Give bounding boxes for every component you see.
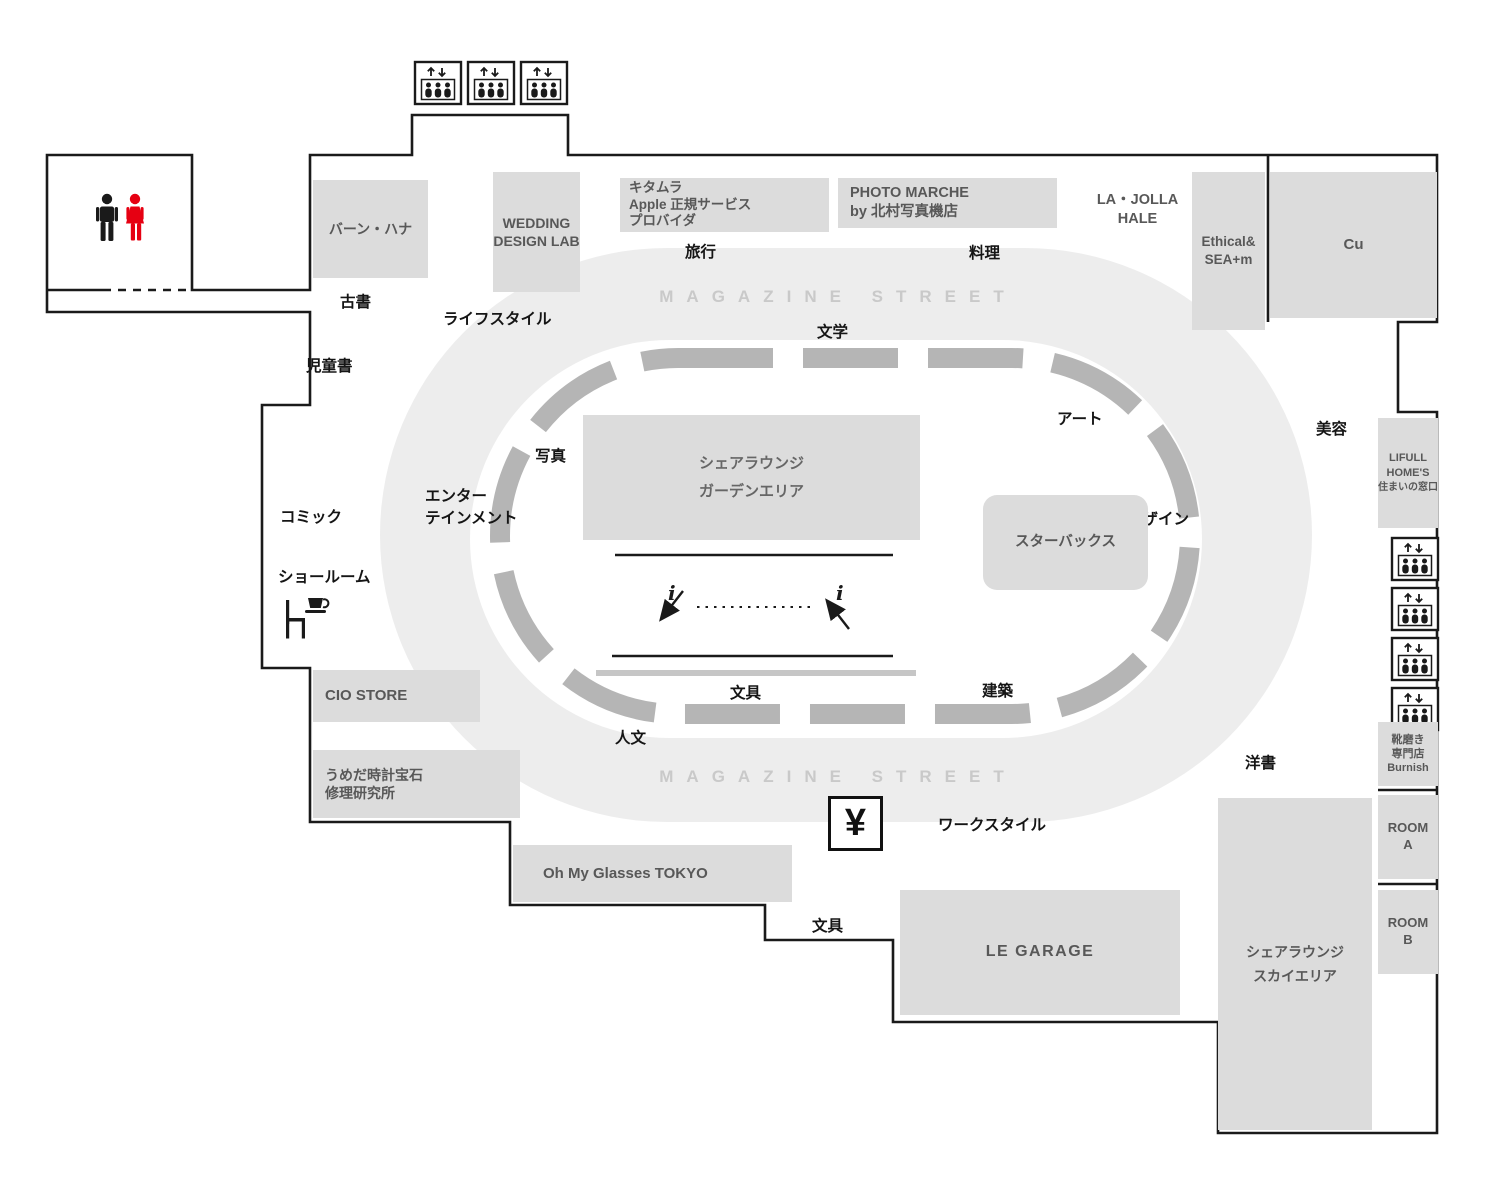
shop-cu: Cu: [1270, 172, 1437, 318]
shop-name-line: スカイエリア: [1253, 968, 1337, 984]
info-symbol-right: i: [836, 581, 844, 605]
category-label-showroom: ショールーム: [278, 569, 371, 586]
shop-umeda-watch-repair: うめだ時計宝石 修理研究所: [313, 750, 520, 818]
shop-name-line: LA・JOLLA: [1096, 192, 1179, 209]
room-a: ROOM A: [1378, 795, 1438, 879]
shop-la-jolla-hale: LA・JOLLA HALE: [1090, 188, 1185, 232]
escalator-up-arrow: [825, 598, 850, 630]
shop-name-line: Oh My Glasses TOKYO: [543, 864, 708, 882]
escalator-down-arrow: [659, 590, 684, 622]
shop-name-line: LE GARAGE: [985, 943, 1095, 961]
shop-name-line: バーン・ハナ: [328, 220, 413, 237]
shop-name-line: Ethical&: [1201, 234, 1256, 250]
category-label-foreign-books: 洋書: [1245, 755, 1277, 772]
shop-name-line: HALE: [1117, 211, 1158, 227]
shop-name-line: スターバックス: [1015, 534, 1116, 551]
category-label-entertainment: エンター テインメント: [425, 486, 518, 531]
shop-kitamura-apple-service: キタムラ Apple 正規サービス プロバイダ: [620, 178, 829, 232]
room-b: ROOM B: [1378, 890, 1438, 974]
magazine-street-label-top: MAGAZINE STREET: [659, 287, 1017, 306]
shop-name-line: HOME'S: [1386, 467, 1430, 480]
elevator-icon: [1390, 536, 1440, 582]
shop-le-garage: LE GARAGE: [900, 890, 1180, 1015]
category-label-literature: 文学: [817, 324, 849, 341]
shop-name-line: プロバイダ: [629, 213, 696, 229]
building-outline: [45, 113, 1439, 1135]
shop-name-line: Burnish: [1387, 762, 1429, 775]
restroom-woman-icon: [126, 193, 144, 241]
shop-name-line: PHOTO MARCHE: [850, 185, 969, 202]
shop-lifull-homes: LIFULL HOME'S 住まいの窓口: [1378, 418, 1438, 528]
elevator-icon: [466, 60, 516, 106]
shop-name-line: DESIGN LAB: [493, 233, 580, 249]
shop-cio-store: CIO STORE: [313, 670, 480, 722]
shop-name-line: B: [1403, 932, 1413, 947]
shop-name-line: by 北村写真機店: [850, 204, 958, 220]
info-symbol-left: i: [668, 581, 676, 605]
shop-name-line: うめだ時計宝石: [325, 766, 423, 783]
category-label-comic: コミック: [280, 509, 343, 526]
shop-name-line: LIFULL: [1389, 452, 1427, 465]
category-label-stationery-inner: 文具: [730, 685, 762, 702]
shop-name-line: 修理研究所: [325, 785, 395, 801]
shop-name-line: 専門店: [1391, 747, 1425, 760]
shop-name-line: ROOM: [1387, 915, 1429, 931]
category-label-line: テインメント: [425, 510, 518, 528]
category-label-art: アート: [1057, 411, 1103, 428]
category-label-cooking: 料理: [969, 245, 1001, 262]
shop-barn-hana: バーン・ハナ: [313, 180, 428, 278]
shop-name-line: 靴磨き: [1391, 733, 1425, 746]
shop-name-line: ROOM: [1387, 820, 1429, 836]
shop-name-line: シェアラウンジ: [698, 455, 804, 472]
showroom-chair-coffee-icon: [286, 598, 330, 639]
category-label-photo: 写真: [535, 448, 567, 465]
category-label-line: エンター: [425, 488, 488, 505]
shop-name-line: A: [1403, 837, 1413, 852]
shop-name-line: SEA+m: [1204, 252, 1253, 267]
category-label-beauty: 美容: [1316, 421, 1348, 438]
restroom-icon: [96, 193, 144, 241]
shop-name-line: Apple 正規サービス: [629, 196, 752, 212]
category-label-travel: 旅行: [685, 244, 717, 261]
shop-name-line: CIO STORE: [325, 687, 408, 705]
elevator-icon: [519, 60, 569, 106]
restroom-man-icon: [96, 193, 118, 241]
category-label-workstyle: ワークスタイル: [938, 817, 1047, 834]
elevator-icon: [413, 60, 463, 106]
shop-name-line: キタムラ: [629, 180, 683, 196]
shop-name-line: シェアラウンジ: [1246, 943, 1344, 960]
category-label-kosho: 古書: [340, 294, 372, 311]
shop-name-line: Cu: [1343, 236, 1364, 254]
category-label-humanities: 人文: [615, 730, 647, 747]
shop-burnish: 靴磨き 専門店 Burnish: [1378, 722, 1438, 786]
shop-oh-my-glasses-tokyo: Oh My Glasses TOKYO: [513, 845, 792, 902]
shop-wedding-design-lab: WEDDING DESIGN LAB: [493, 172, 580, 292]
shop-ethical-sea-m: Ethical& SEA+m: [1192, 172, 1265, 330]
area-share-lounge-garden: シェアラウンジ ガーデンエリア: [583, 415, 920, 540]
elevator-icon: [1390, 586, 1440, 632]
elevator-icon: [1390, 636, 1440, 682]
yen-atm-icon: ¥: [828, 796, 883, 851]
category-label-jidosho: 児童書: [306, 358, 353, 375]
yen-symbol: ¥: [844, 802, 867, 844]
area-share-lounge-sky: シェアラウンジ スカイエリア: [1218, 798, 1372, 1130]
shop-name-line: 住まいの窓口: [1378, 482, 1438, 494]
shop-name-line: WEDDING: [502, 214, 571, 231]
magazine-street-label-bottom: MAGAZINE STREET: [659, 767, 1017, 786]
category-label-architecture: 建築: [982, 683, 1014, 700]
shop-name-line: ガーデンエリア: [698, 482, 804, 500]
category-label-stationery-outer: 文具: [812, 918, 844, 935]
shop-starbucks: スターバックス: [983, 495, 1148, 590]
category-label-lifestyle: ライフスタイル: [443, 311, 552, 328]
bookshelf-dashes: [490, 348, 1200, 724]
shop-photo-marche: PHOTO MARCHE by 北村写真機店: [838, 178, 1057, 228]
